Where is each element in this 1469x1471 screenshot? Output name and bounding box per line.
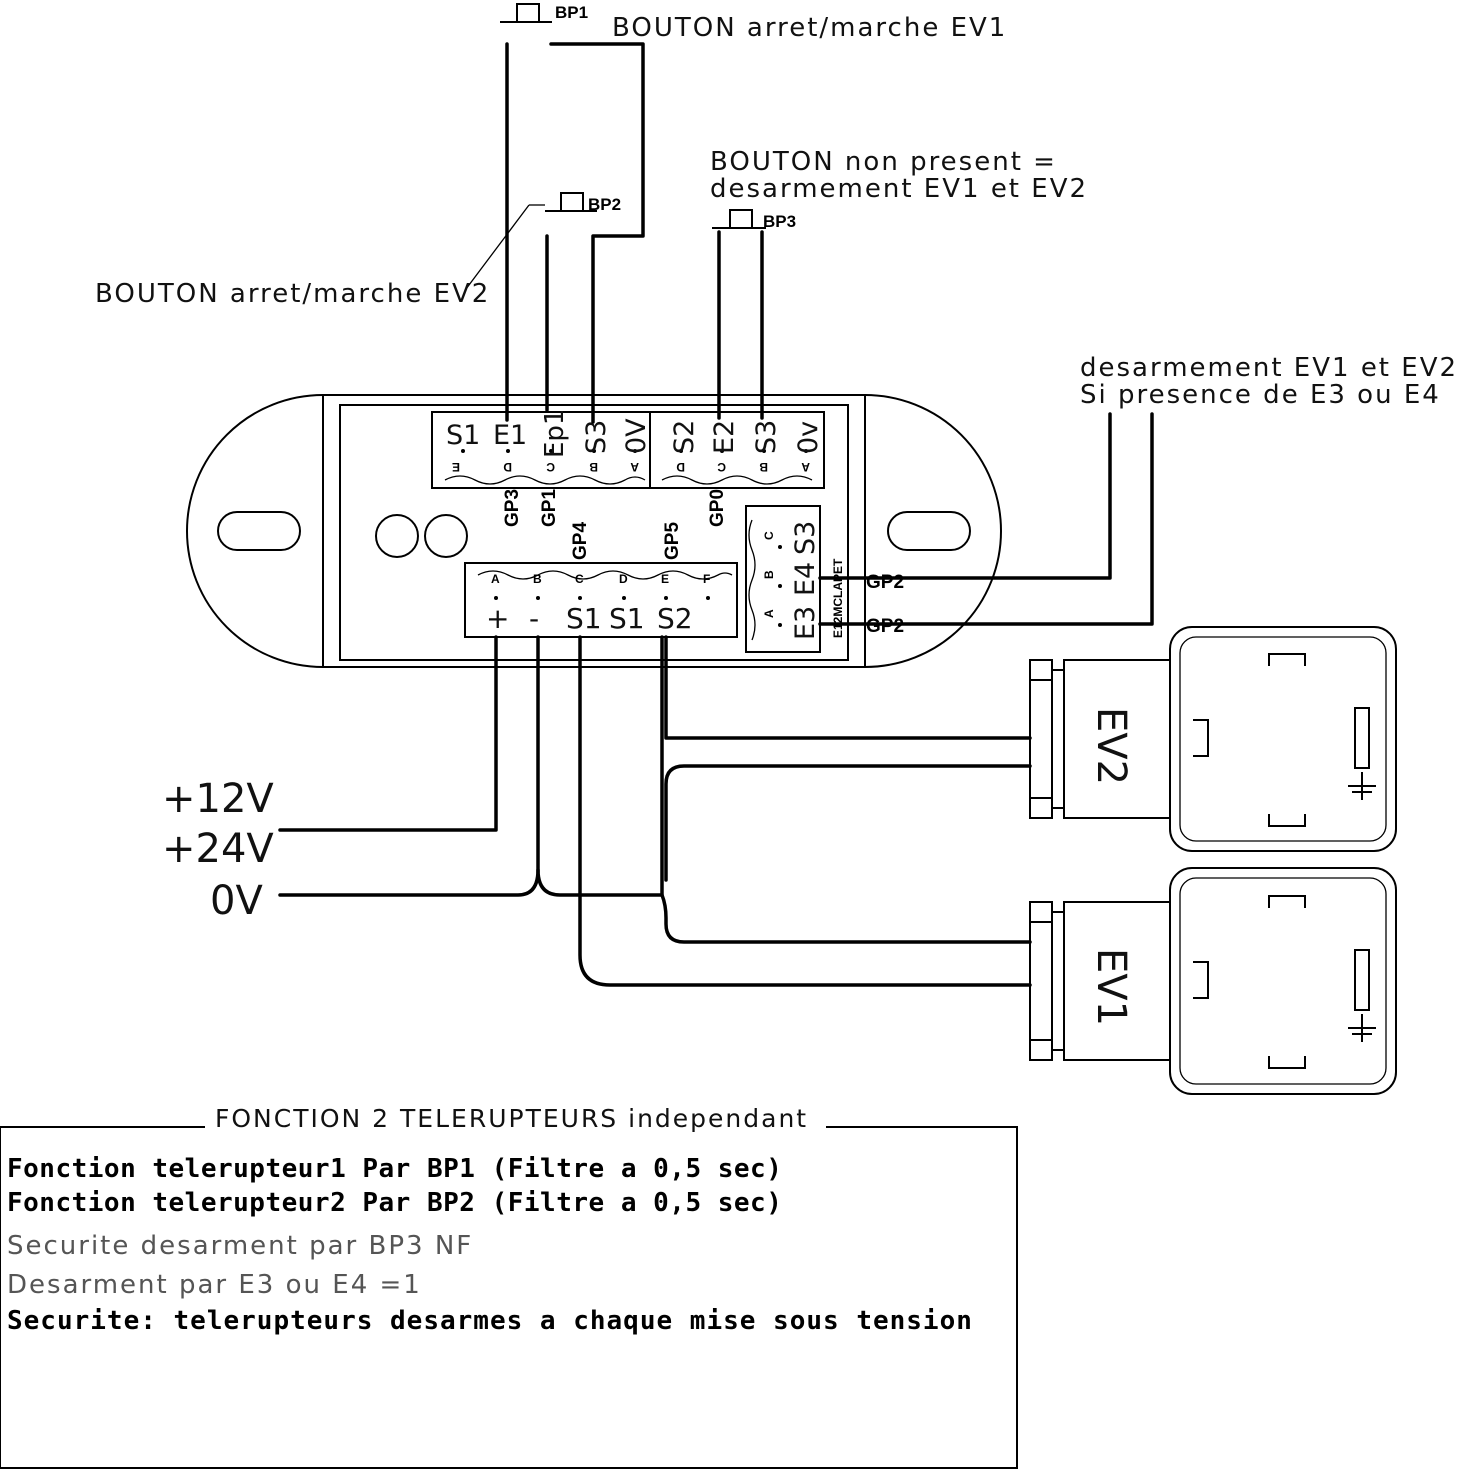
side-pin-e4: E4 [790, 562, 821, 596]
mounting-slot-right [887, 511, 971, 551]
info-line-5: Securite: telerupteurs desarmes a chaque… [7, 1306, 973, 1336]
side-pin-s3: S3 [790, 521, 821, 555]
bp1-label: BP1 [555, 3, 588, 22]
bottom-pin-minus: - [529, 602, 539, 635]
supply-24v: +24V [162, 826, 274, 872]
info-line-2: Fonction telerupteur2 Par BP2 (Filtre a … [7, 1188, 782, 1218]
bottom-letter-f: F [703, 572, 710, 586]
bottom-letter-c: C [575, 572, 584, 586]
bottom-pin-s1: S1 [566, 602, 602, 635]
bp2-caption: BOUTON arret/marche EV2 [95, 279, 490, 309]
bp1-push-button [500, 3, 552, 23]
valve-ev2 [1029, 626, 1397, 852]
letter-a-b: A [801, 460, 810, 474]
module-housing [186, 394, 1002, 668]
pin-s2: S2 [669, 420, 700, 454]
info-box [0, 1126, 1018, 1469]
side-pin-e3: E3 [790, 606, 821, 640]
gp4-label: GP4 [570, 522, 591, 560]
pin-e2: E2 [709, 420, 740, 454]
letter-d-b: D [676, 460, 685, 474]
side-letter-c: C [762, 531, 776, 540]
gp2-label-top: GP2 [866, 572, 904, 593]
mounting-slot-left [217, 511, 301, 551]
bottom-letter-b: B [533, 572, 542, 586]
info-box-title: FONCTION 2 TELERUPTEURS independant [215, 1104, 808, 1133]
bp1-caption: BOUTON arret/marche EV1 [612, 13, 1007, 43]
gp3-label: GP3 [502, 489, 523, 527]
bp3-push-button [712, 209, 766, 229]
bottom-pin-s1-b: S1 [609, 602, 645, 635]
letter-c-b: C [717, 460, 726, 474]
letter-e: E [452, 460, 460, 474]
gp2-label-bottom: GP2 [866, 616, 904, 637]
bottom-letter-d: D [619, 572, 628, 586]
side-letter-b: B [762, 570, 776, 579]
bottom-letter-e: E [661, 572, 669, 586]
led-indicator-2 [424, 514, 468, 558]
supply-0v: 0V [210, 878, 263, 924]
bp2-push-button [465, 192, 597, 290]
info-line-4: Desarment par E3 ou E4 =1 [7, 1270, 422, 1300]
pin-ep1: Ep1 [540, 409, 570, 458]
pin-s3-b: S3 [751, 420, 782, 454]
ev1-label: EV1 [1088, 948, 1134, 1026]
letter-a: A [630, 460, 639, 474]
bp3-caption-line1: BOUTON non present = [710, 147, 1057, 177]
wires [278, 42, 1154, 987]
right-note-line2: Si presence de E3 ou E4 [1080, 380, 1441, 410]
letter-b: B [589, 460, 598, 474]
supply-12v: +12V [162, 776, 274, 822]
model-label: E12MCLAPET [831, 558, 845, 638]
pin-s3: S3 [581, 420, 612, 454]
side-letter-a: A [762, 609, 776, 618]
pin-0v: 0V [621, 418, 652, 454]
led-indicator-1 [375, 514, 419, 558]
gp5-label: GP5 [662, 522, 683, 560]
pin-s1: S1 [446, 420, 480, 451]
gp1-label: GP1 [539, 489, 560, 527]
info-line-1: Fonction telerupteur1 Par BP1 (Filtre a … [7, 1154, 782, 1184]
bottom-pin-s2: S2 [657, 602, 693, 635]
letter-d: D [503, 460, 512, 474]
letter-c: C [546, 460, 555, 474]
pin-0v-b: 0v [793, 421, 824, 454]
bp3-caption-line2: desarmement EV1 et EV2 [710, 174, 1088, 204]
ev2-label: EV2 [1088, 707, 1134, 785]
pin-e1: E1 [493, 420, 527, 451]
info-line-3: Securite desarment par BP3 NF [7, 1231, 473, 1261]
gp0-label: GP0 [707, 489, 728, 527]
letter-b-b: B [759, 460, 768, 474]
connector-top-right [649, 411, 825, 489]
valve-ev1 [1029, 867, 1397, 1095]
bottom-letter-a: A [491, 572, 500, 586]
bp3-label: BP3 [763, 212, 796, 231]
right-note-line1: desarmement EV1 et EV2 [1080, 353, 1458, 383]
connector-bottom [464, 562, 738, 638]
bp2-label: BP2 [588, 195, 621, 214]
bottom-pin-plus: + [486, 602, 509, 635]
